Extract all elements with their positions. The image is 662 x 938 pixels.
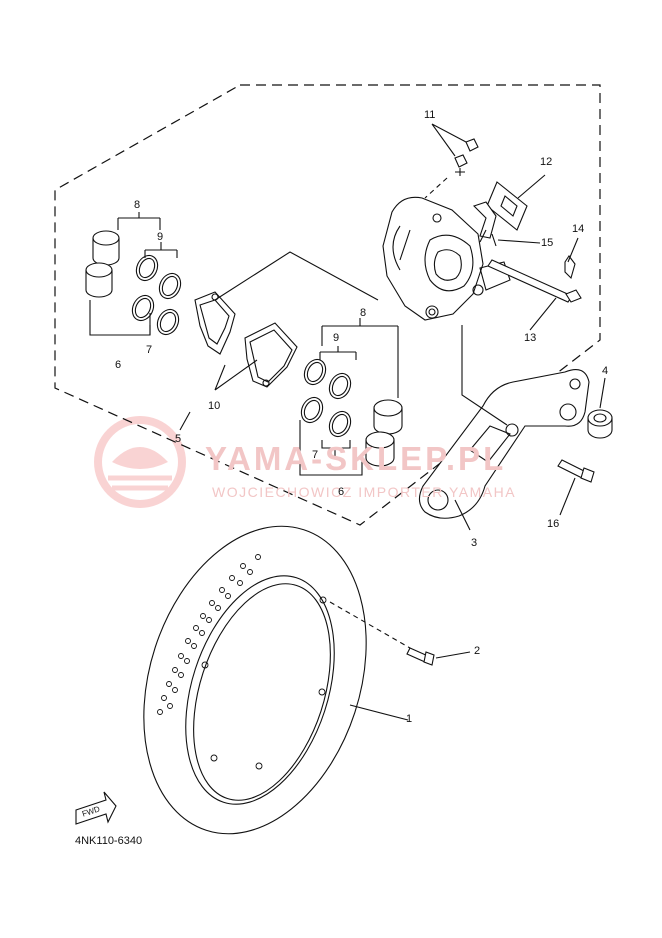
callout-6-right: 6	[338, 486, 345, 498]
forward-arrow-icon	[75, 791, 117, 825]
pad-spring	[472, 201, 497, 247]
callout-4: 4	[602, 365, 609, 377]
piston-left-bottom	[85, 262, 113, 298]
disc-holes	[157, 554, 327, 770]
assembly-boundary	[54, 84, 601, 526]
leader-bracket-caliper	[461, 325, 508, 426]
diagram-code: 4NK110-6340	[75, 835, 143, 847]
callout-7-left: 7	[146, 344, 153, 356]
pad-pin	[487, 259, 582, 303]
bracket-collar	[587, 409, 613, 439]
bracket-9-left	[144, 242, 178, 258]
watermark-subtitle: WOJCIECHOWICZ IMPORTER YAMAHA	[212, 484, 517, 500]
bracket-6-right	[299, 420, 363, 476]
callout-2: 2	[474, 645, 481, 657]
leader-2	[435, 651, 471, 659]
callout-16: 16	[547, 518, 560, 530]
leader-1	[349, 704, 409, 721]
seal-ring-left	[131, 254, 182, 336]
leader-11	[431, 123, 467, 157]
leader-14	[567, 237, 579, 263]
leader-12	[517, 174, 546, 199]
callout-3: 3	[471, 537, 478, 549]
callout-10: 10	[208, 400, 221, 412]
caliper-bracket	[418, 369, 590, 519]
callout-14: 14	[572, 223, 585, 235]
callout-8-left: 8	[134, 199, 141, 211]
retaining-clip	[486, 181, 528, 231]
brake-pad-lower	[244, 322, 298, 388]
callout-9-right: 9	[333, 332, 340, 344]
callout-9-left: 9	[157, 231, 164, 243]
callout-7-right: 7	[312, 449, 319, 461]
leader-pad-caliper	[214, 251, 379, 301]
seal-ring-right	[300, 358, 352, 438]
leader-3	[454, 499, 471, 531]
callout-1: 1	[406, 713, 413, 725]
disc-bolt	[406, 647, 435, 666]
bracket-6-left	[89, 300, 151, 336]
bracket-8-left	[117, 212, 161, 230]
brake-pad-upper	[194, 291, 236, 355]
watermark-logo	[94, 416, 186, 508]
leader-13	[529, 297, 557, 331]
leader-15	[497, 239, 541, 244]
bleed-screw	[454, 138, 479, 176]
brake-disc	[143, 525, 367, 835]
watermark-title: YAMA-SKLEP.PL	[205, 440, 507, 477]
leader-5	[179, 411, 191, 431]
callout-12: 12	[540, 156, 553, 168]
caliper-body	[382, 196, 511, 321]
piston-left-top	[92, 230, 120, 266]
bracket-9-right	[319, 346, 357, 360]
bracket-7-right	[321, 440, 351, 456]
callout-5: 5	[175, 433, 182, 445]
leader-10	[214, 359, 258, 391]
piston-right-top	[373, 399, 403, 435]
callout-15: 15	[541, 237, 554, 249]
pin-plug	[564, 255, 576, 280]
leader-4	[599, 377, 606, 409]
callout-11: 11	[424, 109, 436, 121]
bracket-bolt	[557, 459, 595, 483]
piston-right-bottom	[365, 431, 395, 467]
callout-6-left: 6	[115, 359, 122, 371]
bracket-8-right	[321, 318, 399, 398]
leader-16	[559, 477, 576, 516]
callout-13: 13	[524, 332, 537, 344]
callout-8-right: 8	[360, 307, 367, 319]
